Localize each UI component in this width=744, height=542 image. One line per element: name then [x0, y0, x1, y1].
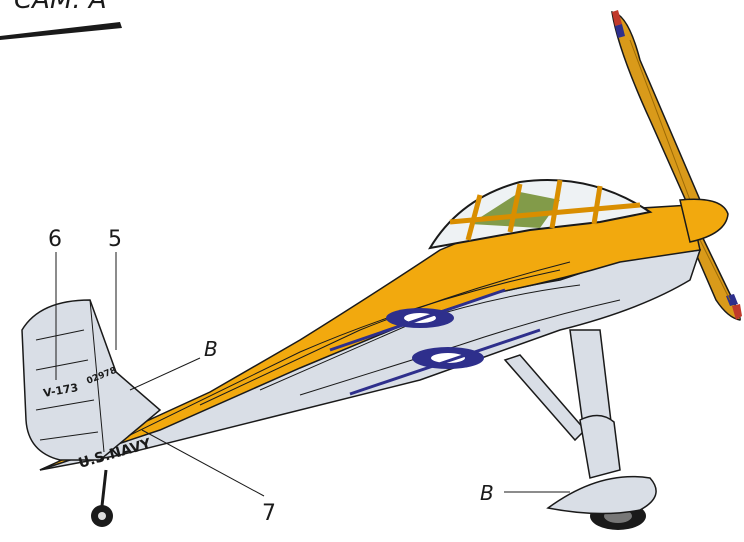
national-insignia-upper: [329, 288, 506, 352]
callout-6: 6: [48, 227, 62, 252]
national-insignia-lower: [349, 328, 541, 396]
callout-b-tail: B: [204, 337, 218, 361]
propeller: [611, 10, 742, 321]
main-landing-gear: [503, 329, 657, 530]
caption-text: CAM. A: [14, 0, 107, 15]
tail-wheel: [91, 469, 113, 527]
caption-block: CAM. A: [0, 0, 122, 40]
fuselage: [39, 198, 729, 471]
callout-5: 5: [108, 227, 122, 252]
tail-code-marking: V-173: [42, 381, 79, 400]
engine-cowl: [679, 198, 729, 243]
wheel-fairing: [546, 475, 657, 515]
callout-b-wheel: B: [480, 481, 494, 505]
caption-swoosh: [0, 22, 122, 40]
callout-7: 7: [262, 501, 276, 526]
canopy: [428, 179, 653, 250]
leader-lines: [55, 252, 570, 497]
